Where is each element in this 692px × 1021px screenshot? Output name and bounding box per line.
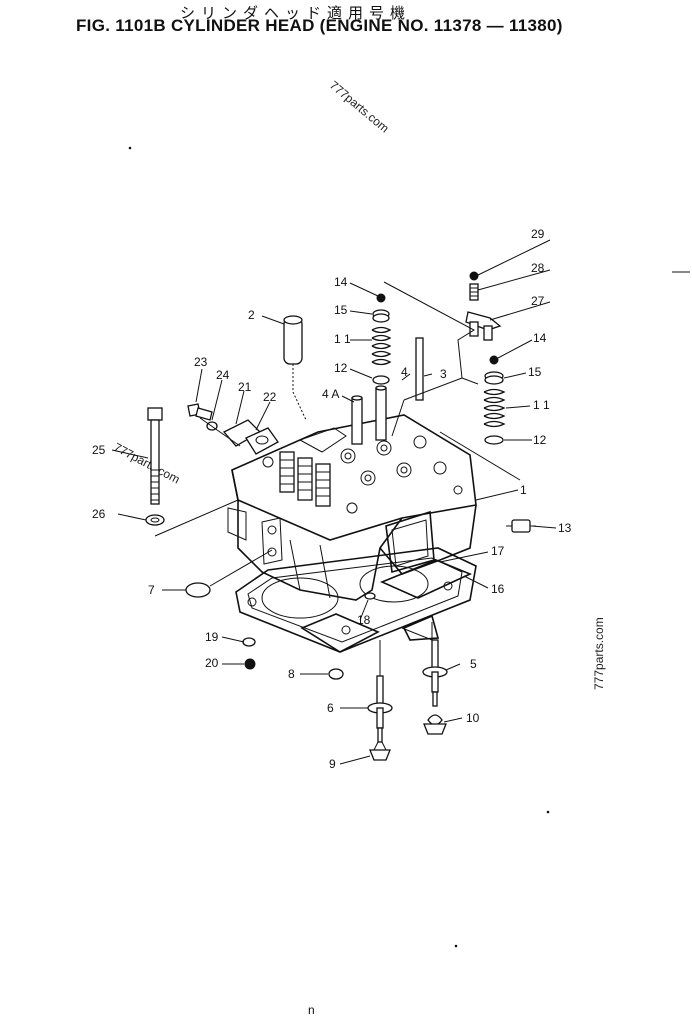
callout-14-right: 14 <box>533 331 547 345</box>
callout-4a: 4 A <box>322 387 339 401</box>
callout-2: 2 <box>248 308 255 322</box>
leader-lines <box>111 239 557 765</box>
callout-28: 28 <box>531 261 545 275</box>
footer-mark: n <box>308 1003 315 1017</box>
callout-25: 25 <box>92 443 106 457</box>
part-18 <box>364 592 376 600</box>
callout-16: 16 <box>491 582 505 596</box>
callout-11-right: 1 1 <box>533 398 550 412</box>
right-valve-spring-stack <box>465 271 506 445</box>
callout-9: 9 <box>329 757 336 771</box>
parts-21-24-cover <box>187 403 279 455</box>
part-20-nut <box>244 658 256 670</box>
part-7-cap <box>185 549 273 598</box>
callout-15-right: 15 <box>528 365 542 379</box>
callout-labels: 29 28 27 14 15 1 1 12 4 3 4 A 2 14 15 1 … <box>92 227 572 771</box>
callout-15: 15 <box>334 303 348 317</box>
speck <box>546 810 550 814</box>
callout-1: 1 <box>520 483 527 497</box>
callout-5: 5 <box>470 657 477 671</box>
callout-6: 6 <box>327 701 334 715</box>
callout-12: 12 <box>334 361 348 375</box>
japanese-title: シリンダヘッド適用号機 <box>180 4 412 22</box>
callout-3: 3 <box>440 367 447 381</box>
callout-11: 1 1 <box>334 332 351 346</box>
callout-7: 7 <box>148 583 155 597</box>
callout-26: 26 <box>92 507 106 521</box>
callout-22: 22 <box>263 390 277 404</box>
speck <box>454 944 458 948</box>
head-gasket <box>235 547 477 653</box>
callout-29: 29 <box>531 227 545 241</box>
callout-19: 19 <box>205 630 219 644</box>
callout-21: 21 <box>238 380 252 394</box>
speck <box>128 146 132 150</box>
callout-17: 17 <box>491 544 505 558</box>
valves-and-guides <box>367 622 448 761</box>
figure-title: FIG. 1101B CYLINDER HEAD (ENGINE NO. 113… <box>76 16 563 35</box>
part-13-plug <box>506 519 536 533</box>
callout-4: 4 <box>401 365 408 379</box>
callout-20: 20 <box>205 656 219 670</box>
callout-14: 14 <box>334 275 348 289</box>
callout-18: 18 <box>357 613 371 627</box>
part-8-plug <box>328 668 344 680</box>
part-25-bolt <box>145 407 239 537</box>
part-19-washer <box>242 637 256 647</box>
callout-10: 10 <box>466 711 480 725</box>
callout-13: 13 <box>558 521 572 535</box>
callout-27: 27 <box>531 294 545 308</box>
left-valve-spring-stack <box>371 293 392 385</box>
callout-24: 24 <box>216 368 230 382</box>
part-2-sleeve <box>283 315 307 421</box>
parts-3-4-guides <box>351 337 424 445</box>
callout-23: 23 <box>194 355 208 369</box>
callout-12-right: 12 <box>533 433 547 447</box>
callout-8: 8 <box>288 667 295 681</box>
